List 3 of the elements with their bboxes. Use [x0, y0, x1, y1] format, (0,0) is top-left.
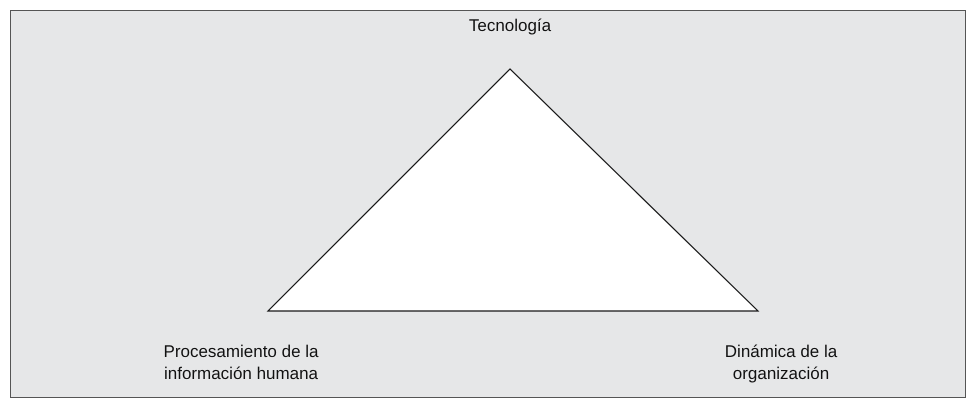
vertex-label: Procesamiento de la información humana — [162, 341, 320, 385]
vertex-label: Dinámica de la organización — [724, 341, 838, 385]
vertex-label: Tecnología — [468, 15, 552, 37]
